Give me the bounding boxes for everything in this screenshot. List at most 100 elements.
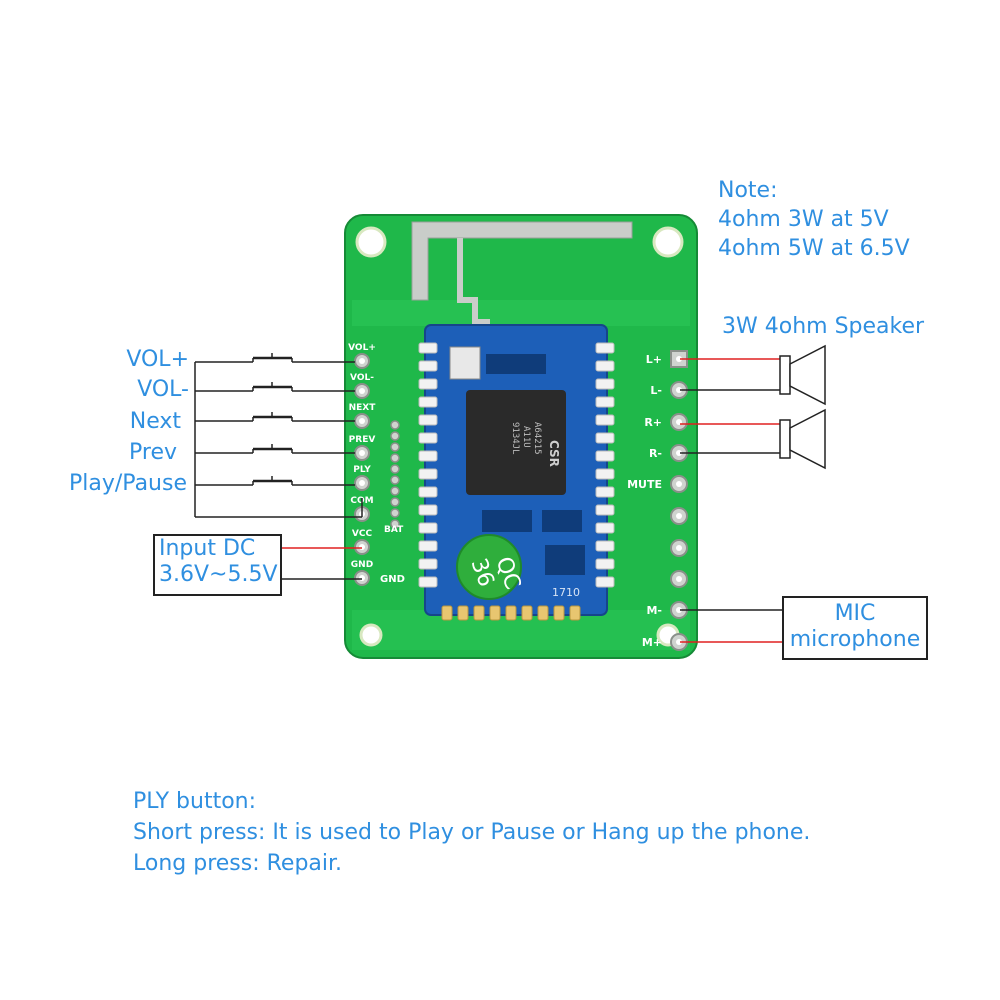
left-pin-label: PLY: [353, 465, 371, 475]
left-pin-label: VOL+: [348, 343, 376, 353]
module-pad: [595, 576, 615, 588]
chip-line3: 9134JL: [510, 422, 520, 455]
button-label-next: Next: [129, 409, 181, 434]
ply-info: PLY button: Short press: It is used to P…: [133, 786, 810, 879]
inner-pin-pad: [390, 508, 400, 518]
inner-pin-pad: [390, 420, 400, 430]
module-pad: [418, 522, 438, 534]
input-dc-box: Input DC 3.6V~5.5V: [153, 534, 282, 596]
mic-wiring: [680, 609, 782, 643]
module-pad: [418, 576, 438, 588]
button-wiring: [194, 353, 363, 518]
qc-sticker: [456, 534, 522, 600]
module-pad: [595, 522, 615, 534]
module-pad: [595, 342, 615, 354]
speaker-wiring: [680, 358, 780, 454]
mic-box: MIC microphone: [782, 596, 928, 660]
module-pad: [595, 468, 615, 480]
left-pin-label: VOL-: [350, 373, 374, 383]
ply-short-press: Short press: It is used to Play or Pause…: [133, 820, 811, 845]
module-pad: [595, 540, 615, 552]
mount-hole: [652, 226, 684, 258]
module-pad: [418, 360, 438, 372]
right-pin-label: M-: [646, 604, 662, 617]
button-label-vol-plus: VOL+: [126, 347, 189, 372]
note-line-2: 4ohm 5W at 6.5V: [718, 236, 910, 261]
module-pad: [418, 378, 438, 390]
module-pad: [595, 414, 615, 426]
chip-line2: A11U: [521, 426, 531, 448]
inner-pin-pad: [390, 442, 400, 452]
right-pin-label: L-: [650, 384, 662, 397]
ply-title: PLY button:: [133, 789, 257, 814]
module-pad: [537, 605, 549, 621]
input-dc-line1: Input DC: [159, 536, 256, 561]
note-line-1: 4ohm 3W at 5V: [718, 207, 889, 232]
module-pad: [595, 558, 615, 570]
right-pin-label: R-: [649, 447, 662, 460]
right-pin-label: R+: [644, 416, 662, 429]
module-pad: [441, 605, 453, 621]
inner-pin-pad: [390, 486, 400, 496]
speaker-icon: [779, 408, 826, 470]
module-pad: [418, 342, 438, 354]
mic-line2: microphone: [789, 627, 921, 652]
inner-pin-pad: [390, 453, 400, 463]
chip-line1: A64215: [532, 422, 542, 455]
module-pad: [418, 486, 438, 498]
module-pad: [521, 605, 533, 621]
input-dc-line2: 3.6V~5.5V: [159, 562, 278, 587]
module-code: 1710: [552, 586, 580, 599]
module-pad: [595, 450, 615, 462]
mount-hole: [355, 226, 387, 258]
crystal: [449, 346, 481, 380]
left-pin-label: PREV: [349, 435, 376, 445]
module-pad: [595, 360, 615, 372]
module-pad: [418, 414, 438, 426]
module-pad: [457, 605, 469, 621]
right-pin-label: MUTE: [627, 478, 662, 491]
ply-long-press: Long press: Repair.: [133, 851, 343, 876]
left-pin-label: NEXT: [349, 403, 377, 413]
module-pad: [418, 504, 438, 516]
module-pad: [553, 605, 565, 621]
mount-hole: [359, 623, 383, 647]
inner-pin-pad: [390, 519, 400, 529]
module-pad: [489, 605, 501, 621]
module-pad: [595, 432, 615, 444]
module-pad: [595, 486, 615, 498]
module-pad: [418, 558, 438, 570]
button-label-vol-minus: VOL-: [137, 377, 189, 402]
module-pad: [418, 396, 438, 408]
bat-silk: BAT: [384, 525, 404, 535]
gnd-silk: GND: [380, 574, 405, 585]
inner-pin-column: [390, 420, 400, 529]
speaker-label: 3W 4ohm Speaker: [722, 314, 925, 339]
module-pad: [418, 432, 438, 444]
module-pad: [418, 468, 438, 480]
button-label-play-pause: Play/Pause: [69, 471, 187, 496]
left-pin-label: VCC: [352, 529, 373, 539]
module-pad: [595, 504, 615, 516]
inner-pin-pad: [390, 464, 400, 474]
left-pin-label: GND: [351, 560, 373, 570]
module-pad: [473, 605, 485, 621]
module-pad: [595, 396, 615, 408]
module-pad: [418, 450, 438, 462]
dc-wiring: [280, 547, 362, 580]
right-pin-label: L+: [646, 353, 662, 366]
inner-pin-pad: [390, 431, 400, 441]
bluetooth-module: CSR A64215 A11U 9134JL QC 36 1710: [418, 324, 615, 621]
module-pad: [595, 378, 615, 390]
button-label-prev: Prev: [129, 440, 177, 465]
module-pad: [505, 605, 517, 621]
csr-chip: [466, 390, 566, 495]
note-block: Note: 4ohm 3W at 5V 4ohm 5W at 6.5V: [718, 176, 910, 263]
module-pad: [569, 605, 581, 621]
chip-brand: CSR: [547, 440, 561, 467]
pcb-antenna: [411, 221, 633, 301]
note-title: Note:: [718, 178, 778, 203]
speaker-icon: [779, 344, 826, 406]
